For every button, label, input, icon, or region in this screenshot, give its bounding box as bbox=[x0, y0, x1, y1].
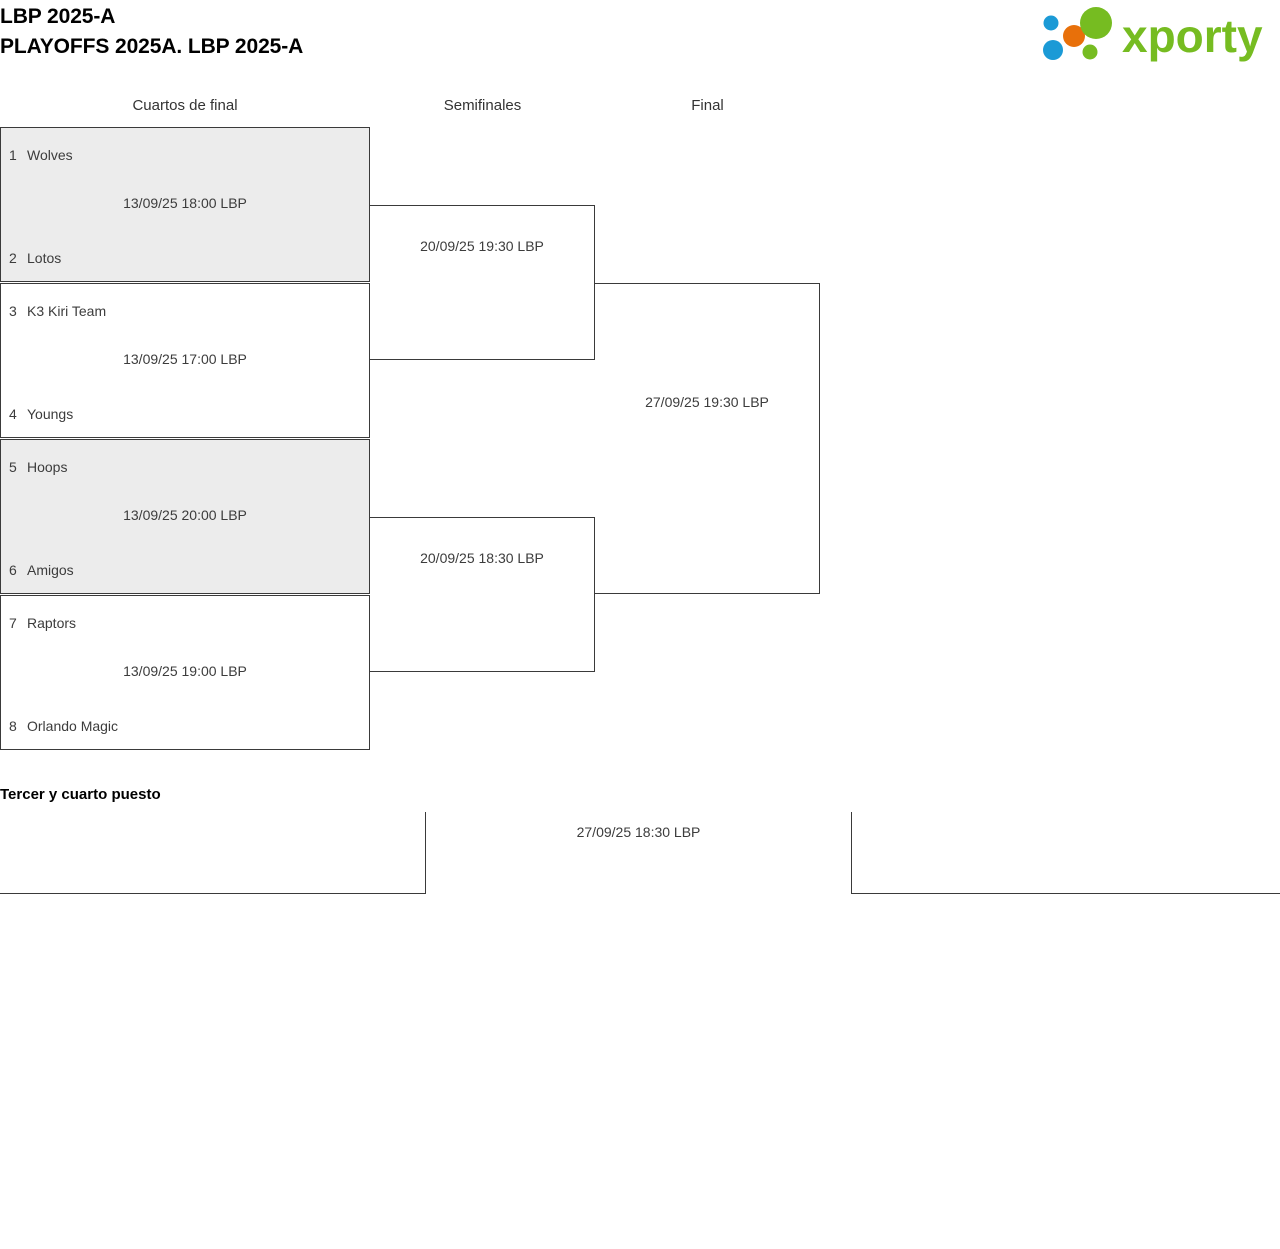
seed-number: 8 bbox=[9, 718, 17, 734]
xporty-logo[interactable]: xporty bbox=[1030, 6, 1270, 66]
team-name: Orlando Magic bbox=[27, 718, 119, 734]
third-place-arm-right bbox=[851, 812, 1280, 894]
seed-number: 1 bbox=[9, 147, 17, 163]
match-datetime: 13/09/25 20:00 LBP bbox=[123, 507, 247, 523]
seed-number: 6 bbox=[9, 562, 17, 578]
tournament-name: LBP 2025-A bbox=[0, 5, 116, 28]
round-header-final: Final bbox=[691, 97, 724, 114]
seed-number: 5 bbox=[9, 459, 17, 475]
team-row[interactable]: 6 Amigos bbox=[1, 559, 369, 581]
team-name: Hoops bbox=[27, 459, 68, 475]
third-place-title: Tercer y cuarto puesto bbox=[0, 786, 161, 803]
logo-dots-icon bbox=[1043, 7, 1112, 60]
bracket: 1 Wolves 13/09/25 18:00 LBP 2 Lotos 3 K3… bbox=[0, 127, 820, 750]
round-header-quarterfinals: Cuartos de final bbox=[132, 97, 238, 114]
team-row[interactable]: 2 Lotos bbox=[1, 247, 369, 269]
team-row[interactable]: 5 Hoops bbox=[1, 456, 369, 478]
third-place-arm-left bbox=[0, 812, 426, 894]
match-datetime: 20/09/25 19:30 LBP bbox=[420, 238, 544, 254]
match-datetime: 20/09/25 18:30 LBP bbox=[420, 550, 544, 566]
seed-number: 7 bbox=[9, 615, 17, 631]
match-box-semifinal-1[interactable]: 20/09/25 19:30 LBP bbox=[370, 205, 595, 360]
third-place-bracket: 27/09/25 18:30 LBP bbox=[0, 812, 1280, 897]
match-datetime: 27/09/25 19:30 LBP bbox=[645, 394, 769, 410]
team-row[interactable]: 1 Wolves bbox=[1, 144, 369, 166]
team-row[interactable]: 8 Orlando Magic bbox=[1, 715, 369, 737]
seed-number: 4 bbox=[9, 406, 17, 422]
match-datetime: 13/09/25 18:00 LBP bbox=[123, 195, 247, 211]
team-row[interactable]: 3 K3 Kiri Team bbox=[1, 300, 369, 322]
team-name: Raptors bbox=[27, 615, 77, 631]
match-box-qf-2[interactable]: 3 K3 Kiri Team 13/09/25 17:00 LBP 4 Youn… bbox=[0, 283, 370, 438]
team-name: Wolves bbox=[27, 147, 73, 163]
page-header: LBP 2025-A PLAYOFFS 2025A. LBP 2025-A xp… bbox=[0, 0, 1280, 88]
team-row[interactable]: 7 Raptors bbox=[1, 612, 369, 634]
match-datetime: 27/09/25 18:30 LBP bbox=[576, 824, 701, 840]
team-name: Youngs bbox=[27, 406, 74, 422]
round-header-semifinals: Semifinales bbox=[443, 97, 522, 114]
seed-number: 2 bbox=[9, 250, 17, 266]
team-name: Lotos bbox=[27, 250, 62, 266]
team-name: Amigos bbox=[27, 562, 74, 578]
logo-wordmark: xporty bbox=[1122, 10, 1263, 62]
match-box-semifinal-2[interactable]: 20/09/25 18:30 LBP bbox=[370, 517, 595, 672]
match-box-qf-4[interactable]: 7 Raptors 13/09/25 19:00 LBP 8 Orlando M… bbox=[0, 595, 370, 750]
team-name: K3 Kiri Team bbox=[27, 303, 107, 319]
match-box-qf-3[interactable]: 5 Hoops 13/09/25 20:00 LBP 6 Amigos bbox=[0, 439, 370, 594]
match-box-final[interactable]: 27/09/25 19:30 LBP bbox=[595, 283, 820, 594]
match-datetime: 13/09/25 19:00 LBP bbox=[123, 663, 247, 679]
team-row[interactable]: 4 Youngs bbox=[1, 403, 369, 425]
seed-number: 3 bbox=[9, 303, 17, 319]
title-block: LBP 2025-A PLAYOFFS 2025A. LBP 2025-A bbox=[0, 2, 900, 62]
match-datetime: 13/09/25 17:00 LBP bbox=[123, 351, 247, 367]
page-title: PLAYOFFS 2025A. LBP 2025-A bbox=[0, 35, 304, 58]
match-box-qf-1[interactable]: 1 Wolves 13/09/25 18:00 LBP 2 Lotos bbox=[0, 127, 370, 282]
